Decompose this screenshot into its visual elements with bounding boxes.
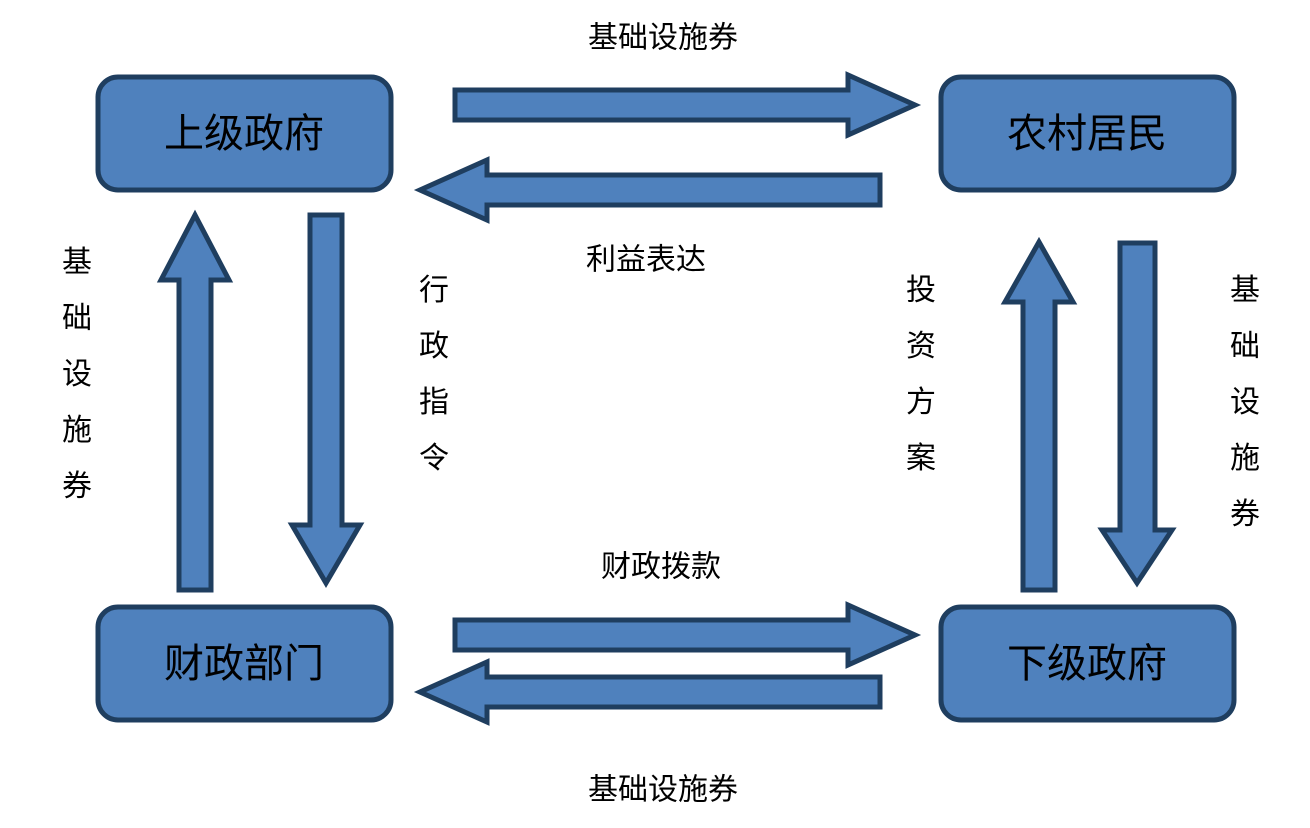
label-left-down: 行政指令 [419,273,449,476]
node-lower-government-label: 下级政府 [1007,641,1167,687]
node-upper-government-label: 上级政府 [164,111,324,157]
node-finance-department: 财政部门 [95,604,394,723]
label-bottom-left: 基础设施券 [588,773,738,808]
label-bottom-right: 财政拨款 [601,550,721,585]
label-right-down: 基础设施券 [1230,273,1260,532]
arrow-upper-to-rural [452,71,922,139]
node-finance-department-label: 财政部门 [164,641,324,687]
label-right-up: 投资方案 [906,273,936,476]
arrow-finance-to-upper [156,209,234,593]
node-rural-residents: 农村居民 [938,74,1237,193]
label-left-up: 基础设施券 [62,245,92,504]
arrow-upper-to-finance [287,212,365,588]
arrow-lower-to-rural [1000,236,1078,593]
label-top-left: 利益表达 [586,243,706,278]
arrow-rural-to-upper [413,156,883,224]
node-lower-government: 下级政府 [938,604,1237,723]
arrow-finance-to-lower [452,601,922,669]
arrow-lower-to-finance [413,658,883,726]
node-rural-residents-label: 农村居民 [1007,111,1167,157]
arrow-rural-to-lower [1097,240,1177,588]
node-upper-government: 上级政府 [95,74,394,193]
label-top-right: 基础设施券 [588,21,738,56]
